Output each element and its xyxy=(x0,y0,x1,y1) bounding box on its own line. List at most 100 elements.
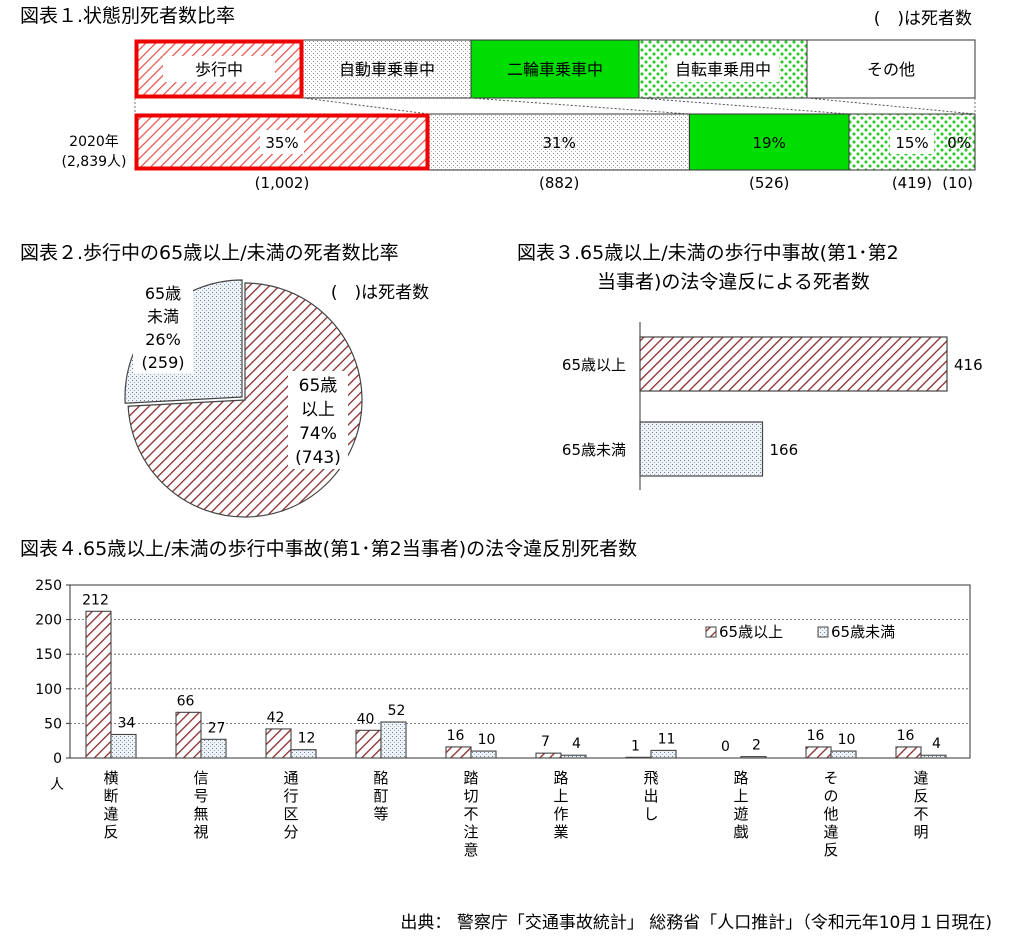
fig4-bar xyxy=(110,733,137,759)
fig3-hbar-chart: 65歳以上 416 65歳未満 166 xyxy=(562,322,983,490)
fig2-note: ( )は死者数 xyxy=(331,283,429,303)
fig2-slice-label: 以上 xyxy=(301,400,335,420)
figure2: 図表２.歩行中の65歳以上/未満の死者数比率 ( )は死者数 65歳以上74%(… xyxy=(20,242,429,518)
fig1-category-label: その他 xyxy=(867,60,915,79)
fig1-count-label: (526) xyxy=(749,174,789,192)
fig4-bar xyxy=(805,746,832,759)
fig4-data-label: 4 xyxy=(932,736,941,752)
fig1-row-sublabel: (2,839人) xyxy=(61,154,126,170)
fig1-category-box xyxy=(806,39,976,99)
fig4-bar xyxy=(380,721,407,759)
fig4-category-char: 踏 xyxy=(463,769,478,787)
fig2-slice-label: 26% xyxy=(145,330,181,349)
fig1-note: ( )は死者数 xyxy=(874,9,972,29)
fig4-plot-area xyxy=(69,584,971,759)
fig4-title: 図表４.65歳以上/未満の歩行中事故(第1･第2当事者)の法令違反別死者数 xyxy=(20,538,637,560)
fig4-category-char: 明 xyxy=(913,823,928,841)
fig4-category-char: 信 xyxy=(193,769,208,787)
fig1-bar-segment xyxy=(428,113,690,171)
fig1-connector-line xyxy=(302,97,430,115)
fig4-data-label: 40 xyxy=(357,711,375,727)
fig1-connectors xyxy=(134,97,976,115)
fig4-data-label: 212 xyxy=(82,592,109,608)
fig3-bar xyxy=(639,336,948,392)
fig4-category-char: 他 xyxy=(823,805,838,823)
fig2-label-bg xyxy=(288,371,348,469)
fig4-data-label: 52 xyxy=(388,703,406,719)
fig4-y-tick-label: 50 xyxy=(44,716,62,732)
fig1-highlight-frame xyxy=(134,39,304,99)
fig4-legend-label: 65歳以上 xyxy=(719,623,783,641)
fig3-category-label: 65歳未満 xyxy=(562,441,626,459)
fig3-title-line1: 図表３.65歳以上/未満の歩行中事故(第1･第2 xyxy=(517,242,899,264)
fig4-y-unit: 人 xyxy=(50,777,64,793)
fig4-data-label: 10 xyxy=(478,732,496,748)
fig1-connector-line xyxy=(470,97,690,115)
fig4-category-char: 出 xyxy=(643,787,658,805)
fig2-label-bg xyxy=(133,279,193,373)
fig4-bar xyxy=(290,749,317,759)
fig4-data-label: 12 xyxy=(298,731,316,747)
fig1-category-label: 二輪車乗車中 xyxy=(507,60,603,79)
fig3-value-label: 416 xyxy=(954,356,983,374)
fig4-category-char: 区 xyxy=(283,805,298,823)
fig4-bar xyxy=(895,746,922,759)
fig1-category-label: 歩行中 xyxy=(195,60,243,79)
fig1-connector-line xyxy=(302,97,430,115)
fig4-data-label: 16 xyxy=(807,728,825,744)
fig1-pct-label: 19% xyxy=(753,134,786,152)
fig4-y-tick-label: 250 xyxy=(35,578,62,594)
fig4-legend-label: 65歳未満 xyxy=(831,623,895,641)
fig4-bar xyxy=(650,749,677,759)
fig1-pct-label: 15% xyxy=(895,134,928,152)
fig1-category-label-bg xyxy=(163,56,275,82)
fig4-y-tick-label: 100 xyxy=(35,682,62,698)
fig4-category-char: 酊 xyxy=(373,787,388,805)
fig4-data-label: 4 xyxy=(572,736,581,752)
fig2-slice-label: 未満 xyxy=(147,307,179,326)
fig4-category-char: 違 xyxy=(103,805,118,823)
fig4-data-label: 1 xyxy=(631,738,640,754)
fig4-category-char: 上 xyxy=(733,787,748,805)
fig1-pct-label-bg xyxy=(260,130,304,154)
fig4-category-char: 等 xyxy=(373,805,388,823)
fig1-category-label-bg xyxy=(667,56,779,82)
fig4-bar xyxy=(175,711,202,759)
fig1-category-label-bg xyxy=(499,56,611,82)
fig4-category-char: 違 xyxy=(823,823,838,841)
fig4-legend-swatch xyxy=(705,626,717,638)
fig3-value-label: 166 xyxy=(770,441,799,459)
fig3-bar xyxy=(639,421,764,477)
fig4-category-char: 注 xyxy=(463,823,478,841)
fig4-y-tick-label: 0 xyxy=(53,751,62,767)
fig4-bar-chart: 05010015020025021234横断違反6627信号無視4212通行区分… xyxy=(35,578,971,859)
fig4-category-char: 飛 xyxy=(643,769,658,787)
fig4-data-label: 27 xyxy=(208,720,226,736)
fig3-category-label: 65歳以上 xyxy=(562,356,626,374)
fig4-bar xyxy=(625,756,652,759)
source-note: 出典： 警察庁「交通事故統計」 総務省「人口推計」（令和元年10月１日現在) xyxy=(400,913,992,933)
fig4-data-label: 42 xyxy=(267,710,285,726)
fig4-category-char: 上 xyxy=(553,787,568,805)
fig4-y-tick-label: 200 xyxy=(35,613,62,629)
fig4-category-char: 行 xyxy=(283,787,298,805)
fig4-category-char: 号 xyxy=(193,787,208,805)
fig4-y-tick-label: 150 xyxy=(35,647,62,663)
fig1-count-label: (419) xyxy=(892,174,932,192)
fig4-data-label: 16 xyxy=(447,728,465,744)
fig4-data-label: 10 xyxy=(838,732,856,748)
fig4-category-char: 反 xyxy=(103,823,118,841)
fig4-category-char: 反 xyxy=(913,787,928,805)
fig4-bar xyxy=(830,750,857,759)
fig2-slice-label: 65歳 xyxy=(145,284,181,303)
fig4-category-char: 酩 xyxy=(373,769,388,787)
fig4-category-char: 切 xyxy=(463,787,478,805)
fig4-data-label: 0 xyxy=(721,739,730,755)
fig4-category-char: 横 xyxy=(103,769,118,787)
fig4-category-char: 無 xyxy=(193,805,208,823)
fig4-data-label: 16 xyxy=(897,728,915,744)
fig2-slice-label: 65歳 xyxy=(299,376,338,396)
fig1-pct-label: 0% xyxy=(947,134,971,152)
fig1-category-label: 自動車乗車中 xyxy=(339,60,435,79)
